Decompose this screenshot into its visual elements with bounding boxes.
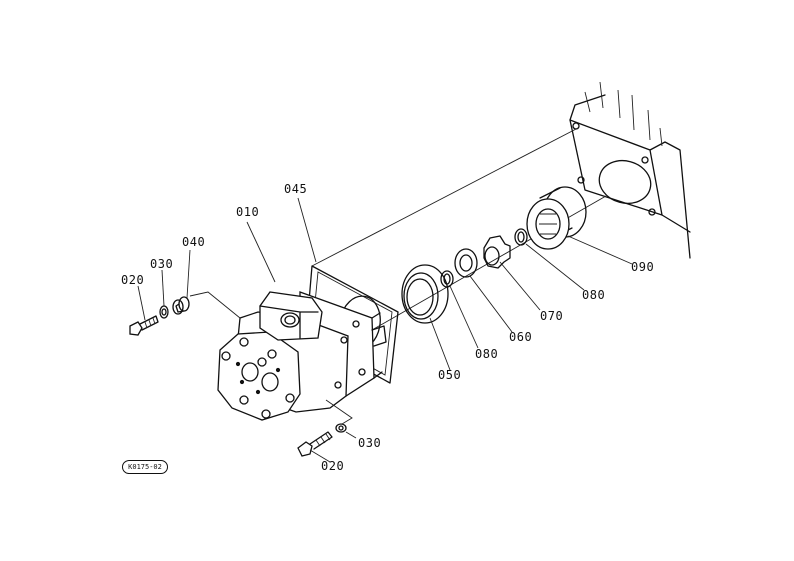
callout-050: 050 <box>438 368 462 382</box>
callout-045: 045 <box>284 182 308 196</box>
part-060-washer <box>454 248 478 278</box>
callout-090: 090 <box>631 260 655 274</box>
part-040-collar <box>172 296 190 315</box>
leader-lines <box>137 197 633 463</box>
part-030-washer-upper <box>159 305 169 319</box>
part-050-seal-ring <box>401 264 449 324</box>
callout-070: 070 <box>540 309 564 323</box>
part-090-coupling <box>526 186 587 250</box>
callout-010: 010 <box>236 205 260 219</box>
part-030-washer-lower <box>335 423 347 433</box>
engine-housing <box>569 81 691 259</box>
part-020-bolt-lower <box>297 431 333 457</box>
callout-030-lower: 030 <box>358 436 382 450</box>
part-010-pump <box>217 291 387 421</box>
diagram-reference-code: K0175-02 <box>122 460 168 474</box>
part-080-circlip-right <box>514 228 528 246</box>
callout-040: 040 <box>182 235 206 249</box>
callout-080-right: 080 <box>582 288 606 302</box>
callout-080-left: 080 <box>475 347 499 361</box>
callout-020-lower: 020 <box>321 459 345 473</box>
callout-020-upper: 020 <box>121 273 145 287</box>
part-070-gear <box>483 235 511 269</box>
part-020-bolt-upper <box>129 315 159 336</box>
callout-060: 060 <box>509 330 533 344</box>
callout-030-upper: 030 <box>150 257 174 271</box>
